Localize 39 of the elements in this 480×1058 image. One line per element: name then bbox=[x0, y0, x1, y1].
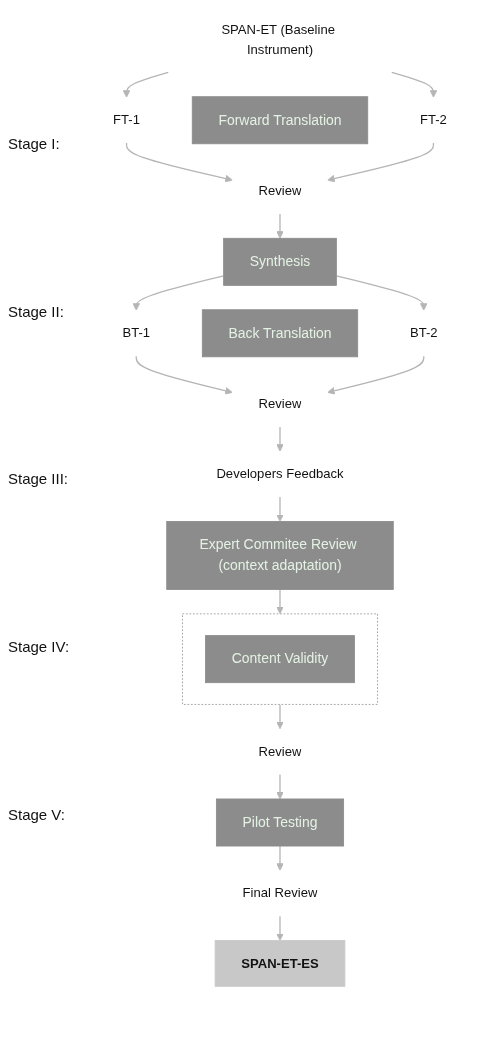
node-box: SPAN-ET-ES bbox=[214, 940, 346, 987]
arrow bbox=[125, 142, 233, 183]
stage-label: Stage IV: bbox=[8, 638, 71, 656]
arrow bbox=[276, 588, 284, 615]
arrow bbox=[276, 213, 284, 239]
stage-label: Stage V: bbox=[8, 805, 66, 823]
node-text: Review bbox=[258, 743, 302, 759]
node-text: Review bbox=[258, 182, 302, 198]
arrow bbox=[132, 275, 225, 311]
arrow bbox=[327, 142, 435, 183]
arrow bbox=[327, 355, 425, 395]
node-text: Final Review bbox=[242, 885, 318, 901]
arrow bbox=[276, 915, 284, 941]
node-box: Forward Translation bbox=[191, 96, 369, 145]
arrow bbox=[122, 71, 169, 98]
node-text: BT-1 bbox=[122, 325, 151, 341]
stage-label: Stage II: bbox=[8, 302, 65, 320]
arrow bbox=[135, 355, 233, 395]
node-text: FT-1 bbox=[113, 112, 140, 127]
node-box: Synthesis bbox=[223, 237, 337, 286]
node-text: SPAN-ET (Baseline Instrument) bbox=[221, 21, 335, 57]
node-text: Review bbox=[258, 396, 302, 411]
arrow bbox=[276, 496, 284, 522]
node-box: Expert Commitee Review (context adaptation) bbox=[166, 521, 394, 590]
cluster bbox=[182, 613, 378, 705]
node-box: Content Validity bbox=[205, 635, 355, 684]
arrow bbox=[391, 71, 438, 98]
node-text: Developers Feedback bbox=[216, 466, 344, 481]
node-text: FT-2 bbox=[420, 112, 447, 127]
node-text: BT-2 bbox=[409, 325, 438, 341]
stage-label: Stage I: bbox=[8, 135, 61, 153]
arrow bbox=[335, 275, 428, 311]
stage-label: Stage III: bbox=[8, 470, 70, 488]
arrow bbox=[276, 426, 284, 452]
arrow bbox=[276, 773, 284, 800]
node-box: Back Translation bbox=[201, 309, 359, 358]
arrow bbox=[276, 703, 284, 730]
node-box: Pilot Testing bbox=[215, 798, 345, 847]
arrow bbox=[276, 845, 284, 871]
